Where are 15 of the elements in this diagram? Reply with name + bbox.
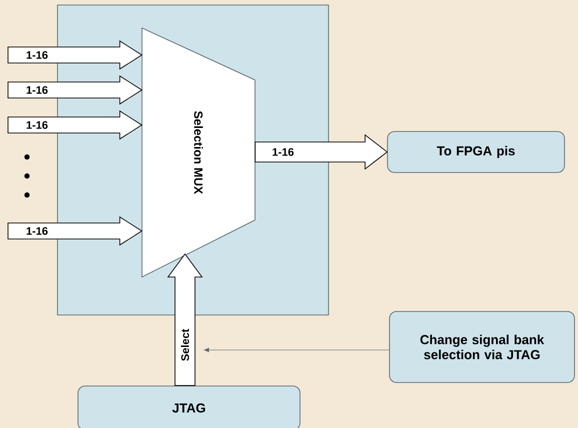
jtag-box: JTAG bbox=[78, 386, 300, 428]
block-arrow bbox=[8, 110, 143, 140]
note-box: Change signal bank selection via JTAG bbox=[389, 311, 575, 383]
output-box: To FPGA pis bbox=[387, 131, 565, 173]
block-arrow bbox=[167, 253, 203, 386]
edge-label: 1-16 bbox=[25, 85, 50, 95]
arrow bbox=[204, 348, 390, 352]
edge-label: 1-16 bbox=[271, 147, 295, 157]
block-arrow bbox=[8, 75, 143, 105]
edge-label: 1-16 bbox=[25, 50, 50, 60]
block-arrow bbox=[8, 40, 143, 70]
block-arrow bbox=[254, 134, 388, 170]
block-arrow bbox=[8, 216, 143, 246]
edge-label: 1-16 bbox=[25, 120, 50, 130]
edge-label: 1-16 bbox=[25, 226, 50, 236]
